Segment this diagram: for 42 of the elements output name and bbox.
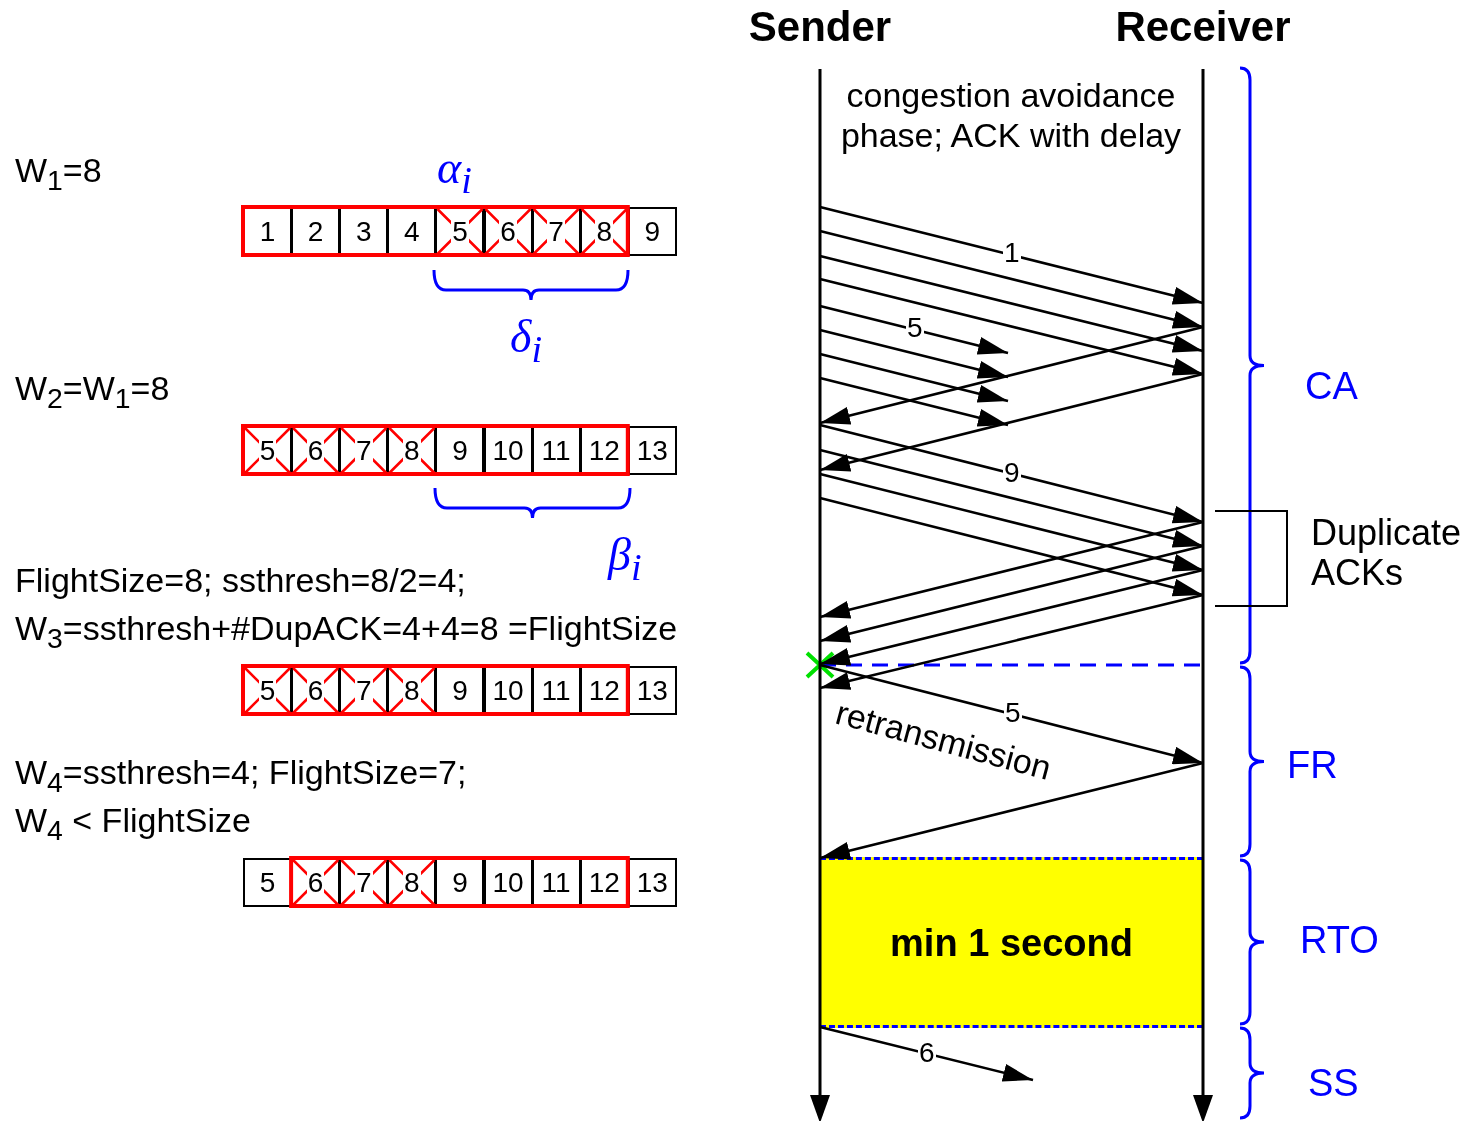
annotation-text: W$_{2}$=W$_{1}$=8 [15,368,170,416]
arrow [819,205,1204,305]
timeout-block [820,857,1203,1028]
arrow [819,352,1009,403]
arrow [819,593,1204,690]
annotation-text: W$_{3}$=ssthresh+#DupACK=4+4=8 =FlightSize [15,608,678,656]
arrow [819,423,1204,524]
annotation-text: W$_{4}$ < FlightSize [15,800,251,848]
greek-symbol: β$_{i}$ [608,530,642,591]
sequence-number-cell: 13 [627,858,677,907]
arrow [819,254,1204,353]
arrow [819,568,1204,666]
participant-heading: Receiver [1114,3,1292,51]
bracket-label: Duplicate ACKs [1311,513,1463,593]
annotation-text: congestion avoidance phase; ACK with delay [839,75,1183,155]
phase-label: FR [1287,743,1338,787]
arrow [819,472,1204,572]
phase-label: CA [1305,364,1358,408]
arrow [819,304,1009,355]
arrow [819,520,1204,619]
arrow [819,376,1009,427]
participant-heading: Sender [747,3,893,51]
arrow [819,544,1204,643]
block-text: min 1 second [890,920,1133,966]
annotation-text: W$_{4}$=ssthresh=4; FlightSize=7; [15,752,467,800]
annotation-text: W$_{1}$=8 [15,150,102,198]
annotation-text: FlightSize=8; ssthresh=8/2=4; [15,560,466,600]
arrow [819,496,1204,597]
sequence-number-cell: 9 [627,207,677,256]
arrow [819,663,1204,765]
phase-label: SS [1308,1061,1359,1105]
arrow [819,325,1204,425]
greek-symbol: α$_{i}$ [437,143,472,204]
arrow [819,372,1204,472]
arrow [819,328,1009,379]
greek-symbol: δ$_{i}$ [510,312,543,373]
arrow [819,448,1204,548]
sequence-number-cell: 13 [627,426,677,475]
arrow [819,229,1204,329]
arrow [819,277,1204,376]
sequence-number-cell: 13 [627,666,677,715]
phase-label: RTO [1300,918,1379,962]
